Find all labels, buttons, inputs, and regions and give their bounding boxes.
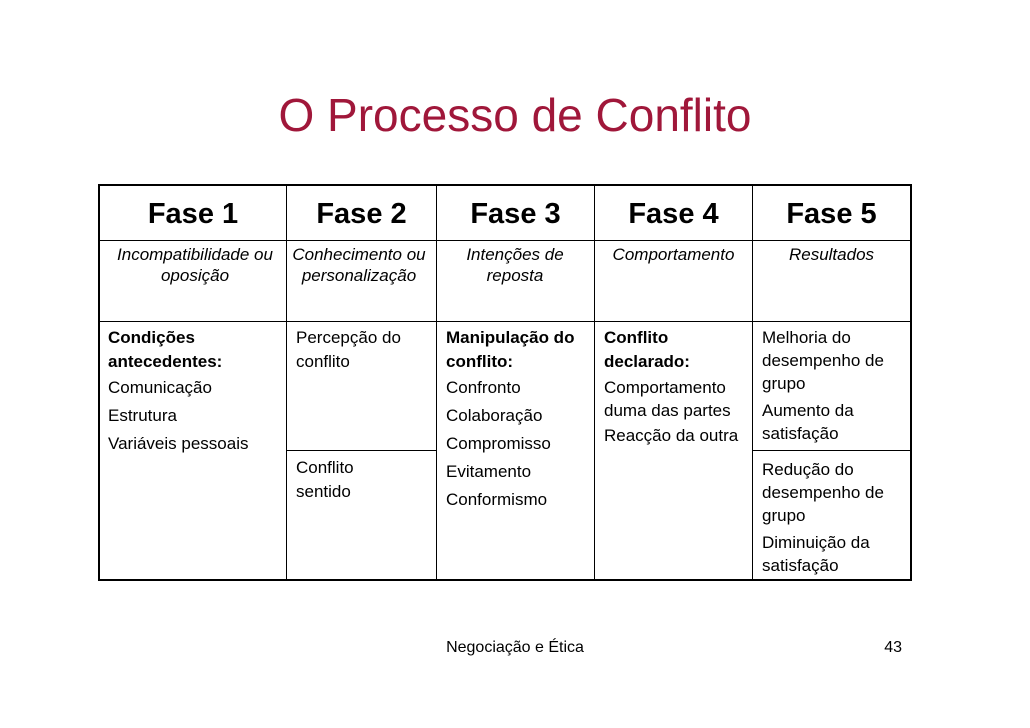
- fase-1-item: Variáveis pessoais: [108, 434, 249, 453]
- fase-2-top: Percepção do conflito: [296, 328, 401, 371]
- fase-3-item: Evitamento: [446, 462, 532, 481]
- footer-text: Negociação e Ética: [446, 639, 584, 656]
- fase-5-item: Redução do desempenho de grupo: [762, 460, 884, 525]
- fase-1-body: Condições antecedentes: Comunicação Estr…: [108, 326, 284, 456]
- slide-title: O Processo de Conflito: [278, 89, 752, 141]
- fase-5-bottom: Redução do desempenho de grupo Diminuiçã…: [762, 458, 908, 577]
- fase-2-bottom: Conflito sentido: [296, 458, 354, 501]
- fase-4-heading: Conflito declarado:: [604, 328, 690, 371]
- subtitle-divider: [100, 321, 910, 322]
- subtitle-fase-5: Resultados: [788, 245, 875, 264]
- subtitle-fase-1: Incompatibilidade ou oposição: [117, 245, 273, 285]
- fase-4-item: Reacção da outra: [604, 426, 739, 445]
- fase-4-body: Conflito declarado: Comportamento duma d…: [604, 326, 749, 447]
- fase-1-item: Estrutura: [108, 406, 177, 425]
- header-divider: [100, 240, 910, 241]
- header-fase-2: Fase 2: [316, 198, 407, 230]
- conflict-process-table: Fase 1 Fase 2 Fase 3 Fase 4 Fase 5 Incom…: [98, 184, 912, 581]
- header-fase-1: Fase 1: [147, 198, 239, 230]
- page-number: 43: [884, 639, 902, 656]
- header-fase-3: Fase 3: [470, 198, 561, 230]
- fase-1-heading: Condições antecedentes:: [108, 328, 223, 371]
- header-fase-4: Fase 4: [628, 198, 719, 230]
- subtitle-fase-3: Intenções de reposta: [466, 245, 564, 285]
- column-divider-4: [752, 186, 753, 579]
- fase-5-item: Melhoria do desempenho de grupo: [762, 328, 884, 393]
- fase-3-body: Manipulação do conflito: Confronto Colab…: [446, 326, 591, 512]
- fase-5-item: Diminuição da satisfação: [762, 533, 870, 575]
- subtitle-fase-4: Comportamento: [612, 245, 735, 264]
- subtitle-fase-2: Conhecimento ou personalização: [292, 245, 426, 285]
- column-divider-1: [286, 186, 287, 579]
- fase-3-item: Compromisso: [446, 434, 551, 453]
- fase-5-item: Aumento da satisfação: [762, 401, 854, 443]
- fase-3-heading: Manipulação do conflito:: [446, 328, 575, 371]
- fase-3-item: Conformismo: [446, 490, 548, 509]
- fase-3-item: Confronto: [446, 378, 521, 397]
- header-fase-5: Fase 5: [786, 198, 877, 230]
- column-divider-3: [594, 186, 595, 579]
- fase-5-top: Melhoria do desempenho de grupo Aumento …: [762, 326, 908, 445]
- fase-4-item: Comportamento duma das partes: [604, 378, 731, 420]
- fase-3-item: Colaboração: [446, 406, 543, 425]
- column-divider-2: [436, 186, 437, 579]
- fase-1-item: Comunicação: [108, 378, 212, 397]
- fase2-divider: [287, 450, 437, 451]
- fase5-divider: [753, 450, 910, 451]
